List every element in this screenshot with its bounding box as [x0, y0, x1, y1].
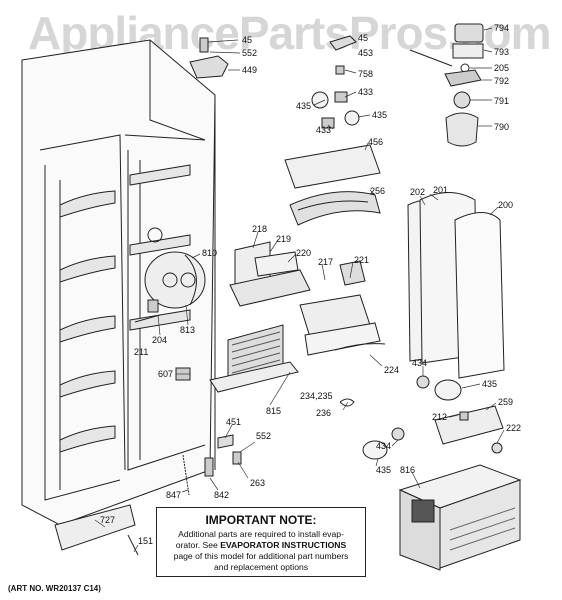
note-line-1: Additional parts are required to install…: [178, 529, 344, 539]
part-label: 810: [202, 248, 218, 258]
important-note-title: IMPORTANT NOTE:: [205, 513, 317, 527]
part-label: 790: [494, 122, 510, 132]
part-label: 435: [372, 110, 388, 120]
part-label: 449: [242, 65, 258, 75]
part-label: 151: [138, 536, 154, 546]
note-line-2: orator. See EVAPORATOR INSTRUCTIONS: [161, 540, 361, 551]
part-label: 842: [214, 490, 230, 500]
part-label: 45: [358, 33, 369, 43]
part-label: 211: [134, 347, 149, 357]
part-label: 758: [358, 69, 374, 79]
grille: [54, 504, 136, 551]
important-note-body: Additional parts are required to install…: [157, 529, 365, 573]
part-label: 727: [100, 515, 116, 525]
part-label: 552: [256, 431, 272, 441]
part-label: 813: [180, 325, 196, 335]
art-number: (ART NO. WR20137 C14): [8, 584, 101, 593]
part-label: 201: [433, 185, 449, 195]
part-label: 434: [376, 441, 392, 451]
part-label: 204: [152, 335, 168, 345]
note-line-3: page of this model for additional part n…: [173, 551, 349, 561]
part-label: 451: [226, 417, 242, 427]
part-label: 435: [296, 101, 312, 111]
part-label: 847: [166, 490, 182, 500]
part-label: 794: [494, 23, 510, 33]
part-label: 791: [494, 96, 510, 106]
part-label: 236: [316, 408, 332, 418]
part-label: 218: [252, 224, 268, 234]
part-label: 202: [410, 187, 426, 197]
part-label: 219: [276, 234, 292, 244]
part-label: 552: [242, 48, 258, 58]
part-label: 217: [318, 257, 334, 267]
part-label: 456: [368, 137, 384, 147]
note-line-4: and replacement options: [213, 562, 309, 572]
panel-200: [454, 212, 505, 379]
part-label: 435: [482, 379, 498, 389]
part-label: 453: [358, 48, 374, 58]
important-note-box: IMPORTANT NOTE: Additional parts are req…: [156, 507, 366, 577]
evaporator-instructions-link[interactable]: EVAPORATOR INSTRUCTIONS: [220, 540, 347, 550]
part-label: 256: [370, 186, 386, 196]
part-label: 607: [158, 369, 174, 379]
part-label: 434: [412, 358, 428, 368]
part-label: 221: [354, 255, 370, 265]
part-label: 200: [498, 200, 514, 210]
part-label: 792: [494, 76, 510, 86]
part-label: 435: [376, 465, 392, 475]
part-label: 224: [384, 365, 400, 375]
part-label: 212: [432, 412, 448, 422]
part-label: 815: [266, 406, 282, 416]
part-label: 433: [316, 125, 332, 135]
part-label: 793: [494, 47, 510, 57]
part-label: 816: [400, 465, 416, 475]
part-label: 45: [242, 35, 253, 45]
note-line-2a: orator. See: [175, 540, 221, 550]
part-label: 220: [296, 248, 312, 258]
part-label: 433: [358, 87, 374, 97]
part-label: 234,235: [300, 391, 333, 401]
part-label: 222: [506, 423, 522, 433]
part-label: 205: [494, 63, 510, 73]
part-label: 263: [250, 478, 266, 488]
part-label: 259: [498, 397, 514, 407]
